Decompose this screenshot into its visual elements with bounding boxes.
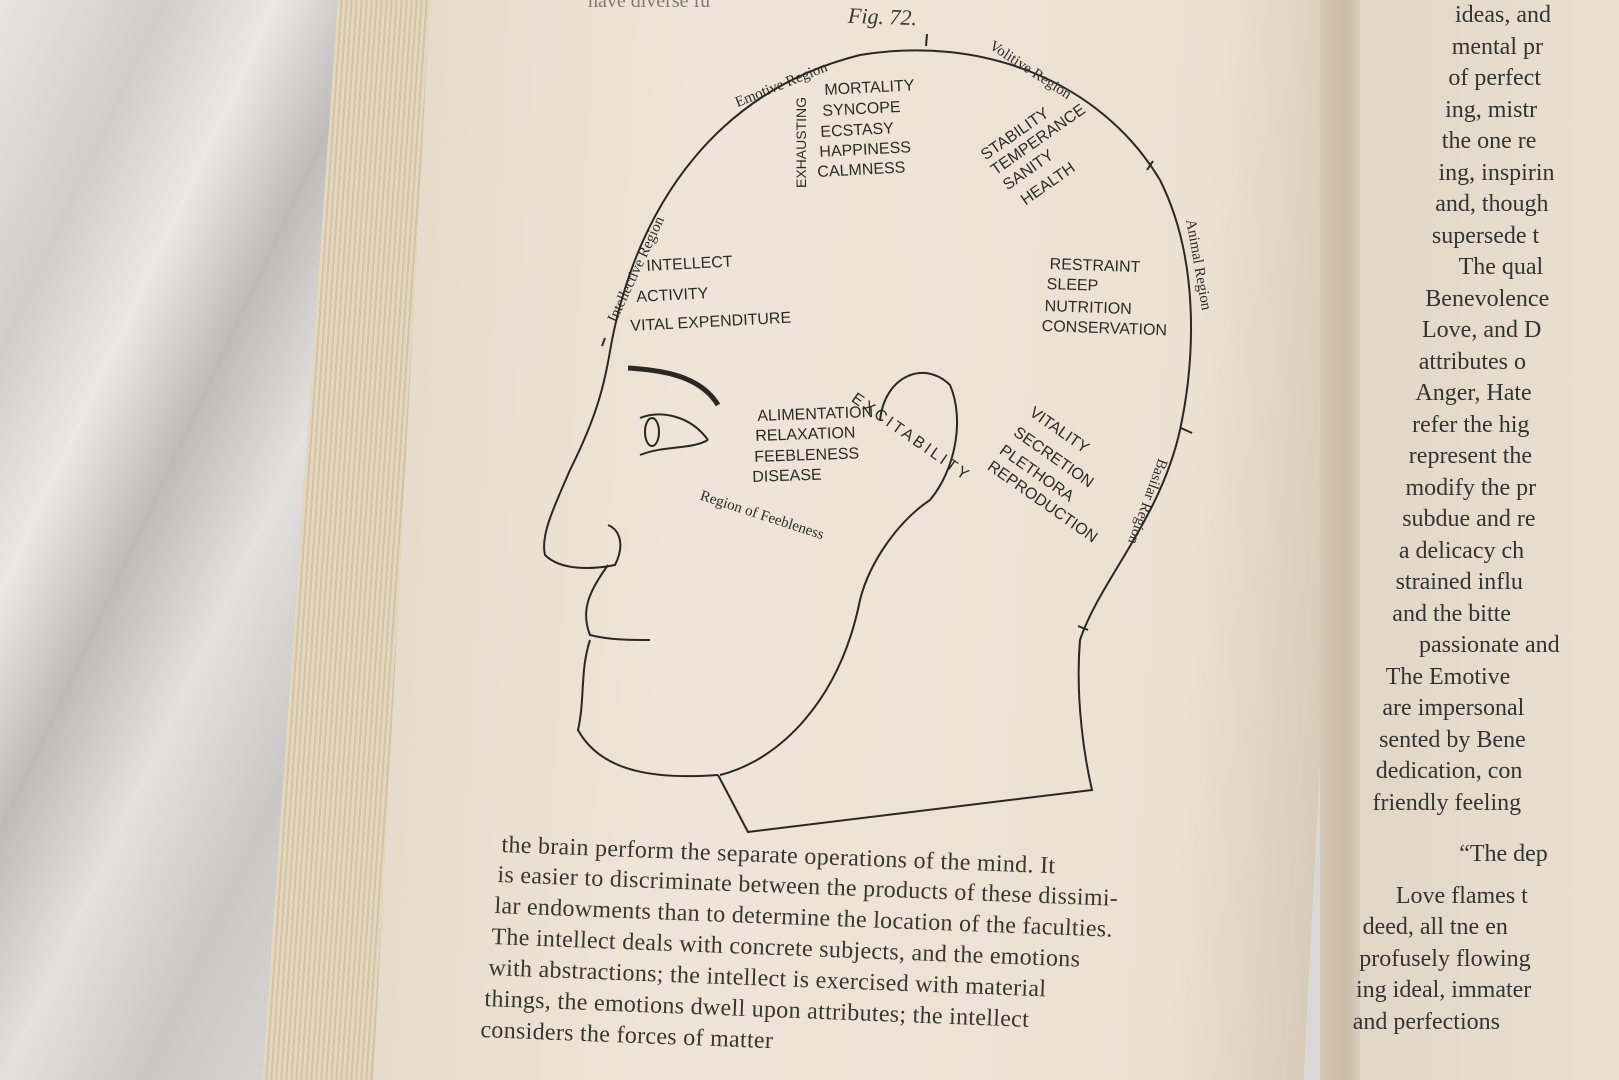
right-page-line: Love flames t: [1395, 882, 1528, 909]
right-page-line: deed, all tne en: [1362, 914, 1508, 940]
right-page-line: of perfect: [1448, 65, 1541, 91]
right-page-line: Love, and D: [1422, 317, 1542, 343]
right-page-line: ing, inspirin: [1438, 159, 1555, 186]
right-page-line: The Emotive: [1385, 663, 1511, 690]
right-page-line: profusely flowing: [1359, 945, 1531, 972]
right-page-line: ideas, and: [1455, 2, 1551, 28]
right-page-line: and the bitte: [1392, 600, 1511, 627]
right-page-line: dedication, con: [1375, 758, 1523, 784]
right-page-line: ing ideal, immater: [1356, 977, 1532, 1003]
right-page-line: “The dep: [1459, 841, 1548, 867]
right-page-line: The qual: [1458, 254, 1544, 280]
right-page-line: supersede t: [1431, 222, 1540, 249]
right-page-line: Anger, Hate: [1415, 380, 1532, 406]
right-page-line: a delicacy ch: [1398, 537, 1525, 564]
right-page-line: sented by Bene: [1379, 726, 1526, 753]
right-page-line: the one re: [1441, 128, 1537, 154]
right-page-line: modify the pr: [1405, 474, 1537, 501]
top-fragment: have diverse fu: [588, 0, 711, 12]
right-page-line: subdue and re: [1402, 506, 1536, 532]
right-page-line: friendly feeling: [1372, 789, 1522, 816]
right-page-line: passionate and: [1419, 632, 1560, 658]
right-page-line: mental pr: [1451, 33, 1543, 60]
right-page-line: strained influ: [1395, 569, 1523, 595]
right-page-line: and, though: [1435, 191, 1549, 217]
right-page: [1360, 0, 1619, 1080]
right-page-line: are impersonal: [1382, 695, 1525, 721]
right-page-line: Benevolence: [1425, 285, 1550, 312]
right-page-line: and perfections: [1352, 1008, 1500, 1035]
right-page-line: ing, mistr: [1445, 96, 1538, 123]
right-page-line: refer the hig: [1412, 411, 1530, 438]
right-page-line: represent the: [1408, 443, 1533, 469]
right-page-line: attributes o: [1418, 348, 1526, 375]
